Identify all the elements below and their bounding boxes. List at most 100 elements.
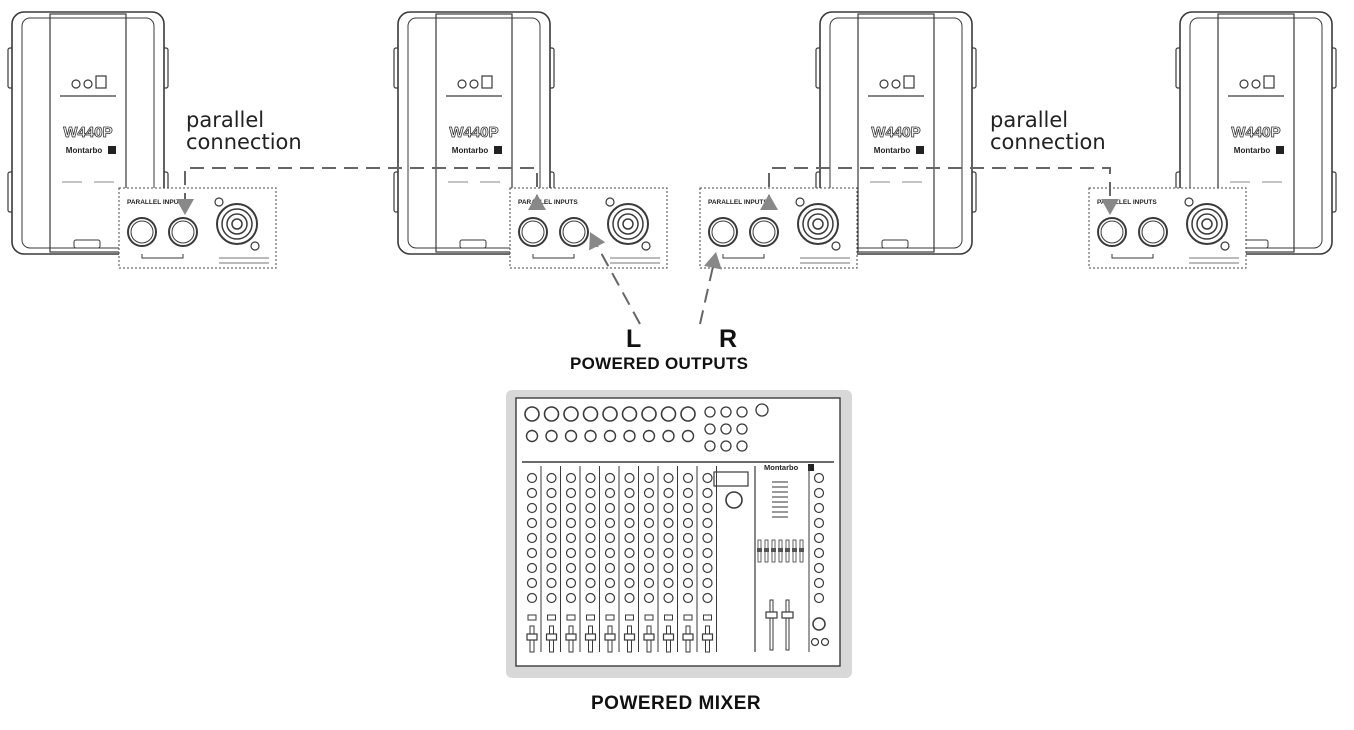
mixer-channel-knob — [702, 577, 713, 589]
mixer-master-knob — [813, 502, 825, 514]
speaker-model-label: W440P — [871, 124, 920, 141]
speakon-latch-icon — [641, 241, 651, 251]
mixer-channel-knob — [526, 472, 538, 484]
mixer-aux-jack — [736, 423, 748, 435]
mixer-channel-knob — [624, 472, 635, 484]
mixer-fader-cap — [545, 633, 558, 641]
mixer-xlr-input — [641, 406, 657, 422]
mixer-channel-knob — [682, 472, 694, 484]
mixer-channel-knob — [643, 532, 655, 544]
jack-socket-1 — [1097, 217, 1127, 247]
mixer-channel-knob — [565, 472, 577, 484]
jack-socket-1 — [127, 217, 157, 247]
mixer-xlr-input — [660, 406, 677, 422]
output-right-label: R — [719, 325, 738, 353]
mixer-aux-jack — [704, 440, 716, 452]
mixer-channel-knob — [624, 502, 635, 514]
arrow-output-left — [589, 232, 606, 251]
speakon-ring — [226, 213, 248, 235]
mixer-channel-knob — [643, 577, 655, 589]
mixer-channel-knob — [643, 547, 655, 559]
mixer-eq-cap — [771, 548, 776, 552]
speakon-ring — [622, 218, 634, 230]
mixer-channel-knob — [702, 517, 713, 529]
speaker-input-panel-3: PARALLEL INPUTS — [699, 187, 858, 269]
mixer-channel-knob — [546, 502, 557, 514]
mixer-mute-button — [644, 614, 654, 621]
mixer-channel-knob — [585, 502, 596, 514]
speaker-top-knob — [457, 79, 467, 89]
mixer-aux-jack — [720, 440, 732, 452]
mixer-channel-knob — [682, 517, 694, 529]
mixer-rca-jack — [810, 637, 820, 647]
mixer-channel-knob — [604, 502, 616, 514]
mixer-channel-knob — [624, 532, 635, 544]
speaker-brand-label: Montarbo — [1234, 146, 1271, 155]
mixer-channel-knob — [546, 562, 557, 574]
mixer-master-knob — [813, 472, 825, 484]
jack-socket-inner — [711, 220, 735, 244]
mixer-jack-input — [623, 429, 636, 443]
jack-socket-inner — [521, 220, 545, 244]
jack-socket-2 — [749, 217, 779, 247]
mixer-channel-knob — [526, 532, 538, 544]
speaker-top-knob — [1251, 79, 1261, 89]
mixer-channel-knob — [526, 502, 538, 514]
mixer-eq-cap — [778, 548, 783, 552]
mixer-channel-knob — [585, 592, 596, 604]
speakon-ring — [812, 218, 824, 230]
mixer-jack-input — [545, 429, 558, 443]
mixer-channel-knob — [565, 577, 577, 589]
arrow-parallel-left-end — [176, 199, 194, 215]
mixer-aux-jack — [704, 423, 716, 435]
cable-output-left — [593, 239, 641, 325]
speakon-connector — [1186, 203, 1228, 245]
jack-socket-1 — [708, 217, 738, 247]
speakon-latch-icon — [605, 197, 615, 207]
mixer-fader-cap — [604, 633, 616, 641]
mixer-channel-knob — [643, 592, 655, 604]
mixer-master-knob — [813, 517, 825, 529]
speakon-ring — [1191, 208, 1223, 240]
speaker-brand-logo — [916, 146, 924, 154]
speaker-rear-plate — [435, 13, 513, 253]
speaker-model-label: W440P — [449, 124, 498, 141]
mixer-channel-knob — [663, 592, 674, 604]
mixer-channel-knob — [702, 592, 713, 604]
speaker-brand-logo — [494, 146, 502, 154]
mixer-channel-knob — [565, 592, 577, 604]
speakon-connector — [216, 203, 258, 245]
mixer-channel-knob — [546, 592, 557, 604]
jack-socket-2 — [168, 217, 198, 247]
mixer-mute-button — [586, 614, 595, 621]
mixer-channel-knob — [565, 502, 577, 514]
mixer-master-knob — [813, 592, 825, 604]
mixer-display — [713, 471, 749, 487]
mixer-channel-knob — [643, 472, 655, 484]
mixer-channel-knob — [682, 547, 694, 559]
mixer-channel-knob — [585, 532, 596, 544]
mixer-channel-knob — [526, 592, 538, 604]
speaker-top-knob — [891, 79, 901, 89]
speaker-brand-label: Montarbo — [452, 146, 489, 155]
cable-output-right — [699, 261, 715, 325]
mixer-master-knob — [813, 487, 825, 499]
jack-socket-inner — [1141, 220, 1165, 244]
mixer-channel-knob — [682, 532, 694, 544]
mixer-channel-knob — [585, 472, 596, 484]
speakon-latch-icon — [795, 197, 805, 207]
speaker-input-panel-2: PARALLEL INPUTS — [509, 187, 668, 269]
mixer-eq-cap — [799, 548, 804, 552]
speakon-ring — [612, 208, 644, 240]
mixer-jack-input — [564, 429, 578, 443]
mixer-channel-knob — [565, 532, 577, 544]
mixer-channel-knob — [546, 472, 557, 484]
mixer-channel-knob — [565, 517, 577, 529]
mixer-channel-knob — [526, 577, 538, 589]
mixer-channel-knob — [682, 577, 694, 589]
speaker-top-switch — [903, 75, 915, 89]
speakon-ring — [1201, 218, 1213, 230]
speaker-top-knob — [879, 79, 889, 89]
